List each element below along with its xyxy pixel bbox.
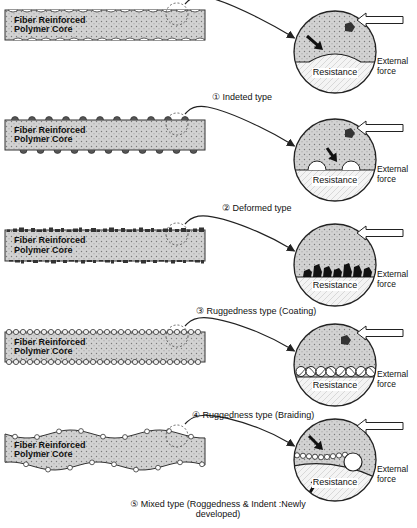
force-text: External force [377,57,415,77]
caption-text: ③ Ruggedness type (Coating) [196,306,346,316]
magnified-view [293,118,377,202]
force-label: External force [377,165,415,185]
magnified-view [293,10,377,94]
resistance-label: Resistance [312,281,359,291]
resistance-label: Resistance [312,68,359,78]
force-arrow [357,13,403,27]
resistance-label: Resistance [312,176,359,186]
force-text: External force [377,165,415,185]
type-caption: ③ Ruggedness type (Coating) [196,306,346,316]
caption-text: ④ Ruggedness type (Braiding) [192,410,342,420]
force-label: External force [377,370,415,390]
frp-core-rod: Fiber Reinforced Polymer Core [5,430,205,470]
magnified-section: Resistance [293,418,377,502]
core-label: Fiber Reinforced Polymer Core [14,338,96,357]
resistance-label: Resistance [312,381,359,391]
core-label: Fiber Reinforced Polymer Core [14,441,96,460]
force-arrow [357,226,403,240]
force-arrow [357,326,403,340]
frp-core-rod: Fiber Reinforced Polymer Core [5,332,205,362]
type-caption: ⑤ Mixed type (Roggedness & Indent :Newly… [118,499,318,520]
caption-text: ⑤ Mixed type (Roggedness & Indent :Newly… [118,499,318,520]
resistance-label: Resistance [312,478,359,488]
magnified-view [293,223,377,307]
core-label: Fiber Reinforced Polymer Core [14,236,96,255]
type-caption: ① Indeted type [212,92,322,102]
type-caption: ② Deformed type [222,203,332,213]
frp-core-rod: Fiber Reinforced Polymer Core [5,230,205,261]
force-text: External force [377,270,415,290]
frp-core-rod: Fiber Reinforced Polymer Core [5,120,205,150]
force-arrow [357,419,403,433]
force-label: External force [377,270,415,290]
caption-text: ② Deformed type [222,203,332,213]
force-text: External force [377,370,415,390]
magnified-section: Resistance [293,323,377,407]
core-label: Fiber Reinforced Polymer Core [14,126,96,145]
type-caption: ④ Ruggedness type (Braiding) [192,410,342,420]
core-label: Fiber Reinforced Polymer Core [14,16,96,35]
magnified-view [293,323,377,407]
magnified-section: Resistance [293,223,377,307]
force-arrow [357,121,403,135]
magnified-view [293,418,377,502]
caption-text: ① Indeted type [212,92,322,102]
force-text: External force [377,465,415,485]
magnified-section: Resistance [293,10,377,94]
force-label: External force [377,465,415,485]
frp-core-rod: Fiber Reinforced Polymer Core [5,10,205,40]
magnified-section: Resistance [293,118,377,202]
force-label: External force [377,57,415,77]
